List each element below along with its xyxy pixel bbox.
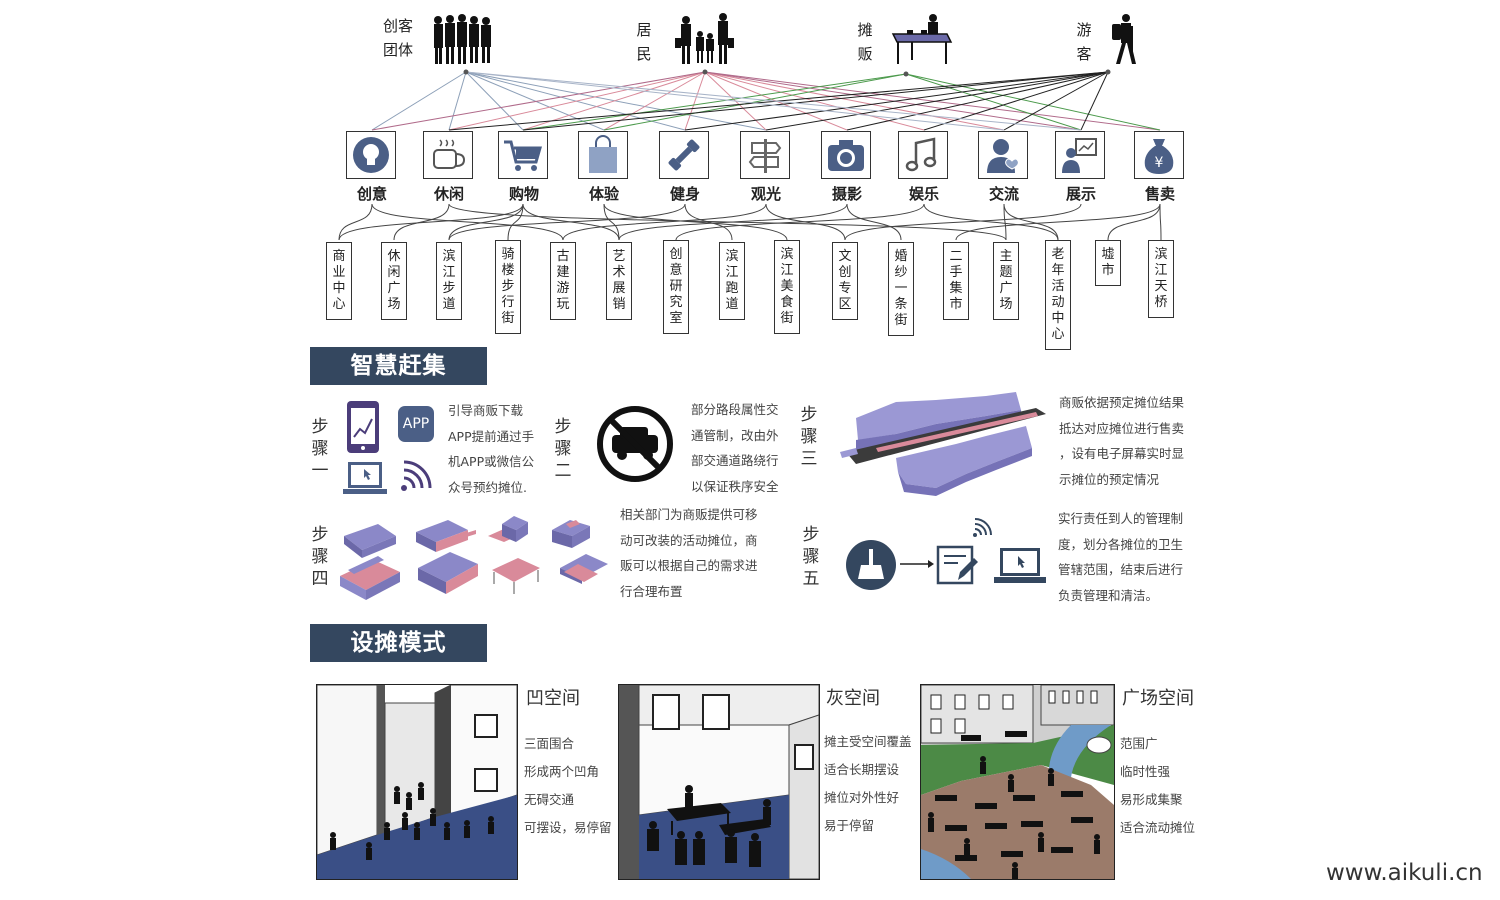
- app-icon: APP: [398, 406, 434, 442]
- place-item: 二手集市: [943, 242, 969, 320]
- place-item: 滨江跑道: [719, 242, 745, 320]
- step-three-description: 商贩依据预定摊位结果抵达对应摊位进行售卖，设有电子屏幕实时显示摊位的预定情况: [1059, 395, 1185, 487]
- signpost-icon: [748, 139, 782, 173]
- activity-label: 展示: [1065, 185, 1096, 203]
- svg-text:¥: ¥: [1155, 155, 1164, 171]
- money-bag-icon: ¥: [1144, 139, 1174, 174]
- broom-cleaning-icon: [846, 540, 896, 590]
- pattern-list-gray: 摊主受空间覆盖适合长期摆设摊位对外性好易于停留: [824, 734, 912, 833]
- activity-shopping: 购物: [498, 131, 550, 204]
- pattern-list-plaza: 范围广临时性强易形成集聚适合流动摊位: [1120, 736, 1196, 835]
- group-label-residents: 居民: [636, 21, 652, 63]
- place-item: 主题广场: [993, 242, 1019, 320]
- group-label-makers: 创客团体: [382, 17, 413, 59]
- activity-exchange: 交流: [978, 131, 1030, 204]
- camera-icon: [828, 140, 864, 171]
- activity-leisure: 休闲: [423, 131, 475, 204]
- activity-exhibition: 展示: [1055, 131, 1107, 204]
- activity-photography: 摄影: [821, 131, 873, 204]
- presenter-board-icon: [1062, 138, 1097, 173]
- place-item: 滨江美食街: [774, 240, 800, 334]
- laptop-icon: [343, 462, 387, 494]
- movable-stalls-models: [340, 516, 608, 600]
- coffee-cup-icon: [433, 139, 466, 169]
- market-street-model: [840, 392, 1046, 496]
- activity-label: 购物: [508, 185, 539, 203]
- section-header-smart-market: 智慧赶集: [310, 347, 487, 385]
- plaza-space-image: [920, 684, 1115, 880]
- activity-selling: ¥ 售卖: [1134, 131, 1186, 204]
- edit-document-icon: [936, 545, 978, 585]
- place-item: 滨江天桥: [1148, 240, 1174, 318]
- activity-label: 交流: [988, 185, 1019, 203]
- activity-label: 创意: [356, 185, 387, 203]
- activity-label: 娱乐: [908, 185, 939, 203]
- pattern-list-concave: 三面围合形成两个凹角无碍交通可摆设，易停留: [524, 736, 612, 835]
- no-vehicle-icon: [597, 406, 673, 482]
- smartphone-icon: [347, 401, 379, 453]
- activity-label: 健身: [669, 185, 700, 203]
- activity-label: 摄影: [831, 185, 862, 203]
- place-item: 艺术展销: [606, 242, 632, 320]
- dumbbell-icon: [668, 139, 700, 171]
- section-header-stall-mode: 设摊模式: [310, 624, 487, 662]
- wifi-signal-icon: [401, 460, 432, 491]
- user-heart-icon: [987, 139, 1019, 173]
- arrow-right-icon: [900, 560, 934, 568]
- activity-entertainment: 娱乐: [898, 131, 950, 204]
- activity-label: 休闲: [433, 185, 464, 203]
- step-five-description: 实行责任到人的管理制度，划分各摊位的卫生管辖范围，结束后进行负责管理和清洁。: [1058, 511, 1184, 603]
- activity-label: 售卖: [1144, 185, 1175, 203]
- shopping-cart-icon: [504, 140, 542, 171]
- watermark-text: www.aikuli.cn: [1326, 860, 1483, 886]
- shopping-bag-icon: [589, 135, 617, 173]
- activity-sightseeing: 观光: [740, 131, 792, 204]
- gray-space-image: [618, 684, 820, 880]
- pattern-title-plaza: 广场空间: [1122, 688, 1194, 709]
- place-item: 创意研究室: [663, 240, 689, 334]
- place-item: 文创专区: [832, 242, 858, 320]
- activity-label: 观光: [750, 185, 781, 203]
- backpacker-silhouette-icon: [1112, 14, 1136, 64]
- step-two-description: 部分路段属性交通管制，改由外部交通道路绕行以保证秩序安全: [691, 402, 779, 494]
- activity-label: 体验: [588, 185, 619, 203]
- wifi-signal-icon: [973, 518, 992, 537]
- place-item: 墟市: [1095, 240, 1121, 286]
- place-item: 滨江步道: [436, 242, 462, 320]
- place-item: 休闲广场: [381, 242, 407, 320]
- step-one-label: 步骤一: [311, 417, 329, 481]
- pattern-title-concave: 凹空间: [526, 688, 580, 709]
- step-two-label: 步骤二: [554, 417, 572, 481]
- lightbulb-icon: [353, 137, 389, 173]
- activity-fitness: 健身: [659, 131, 711, 204]
- pattern-title-gray: 灰空间: [826, 688, 880, 709]
- place-item: 老年活动中心: [1045, 240, 1071, 350]
- place-item: 骑楼步行街: [495, 240, 521, 334]
- place-item: 商业中心: [326, 242, 352, 320]
- crowd-silhouette-icon: [434, 14, 491, 64]
- laptop-icon: [994, 548, 1046, 583]
- step-five-label: 步骤五: [802, 525, 820, 589]
- step-three-label: 步骤三: [800, 405, 818, 469]
- activity-experience: 体验: [578, 131, 630, 204]
- activity-creative: 创意: [346, 131, 398, 204]
- concave-space-image: [316, 684, 518, 880]
- place-item: 婚纱一条街: [888, 242, 914, 336]
- group-label-tourists: 游客: [1076, 21, 1092, 63]
- group-label-vendors: 摊贩: [857, 21, 873, 63]
- step-four-label: 步骤四: [311, 525, 329, 589]
- stall-vendor-icon: [891, 14, 953, 64]
- family-silhouette-icon: [675, 13, 734, 64]
- music-note-icon: [905, 137, 937, 172]
- place-item: 古建游玩: [550, 242, 576, 320]
- step-four-description: 相关部门为商贩提供可移动可改装的活动摊位，商贩可以根据自己的需求进行合理布置: [620, 507, 758, 599]
